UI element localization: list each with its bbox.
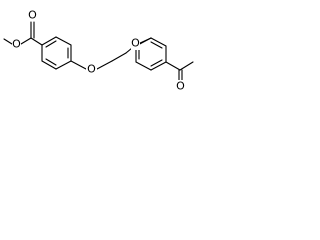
ring-right-bond-3 <box>150 61 167 71</box>
ring-right-inner-1 <box>150 41 163 49</box>
ester-methoxy-oxygen-label: O <box>12 38 21 51</box>
ring-right-inner-2 <box>150 59 163 67</box>
bond-o-carbonyl <box>20 37 32 45</box>
structure-diagram: O O O O O <box>0 0 210 93</box>
ring-left-inner-1 <box>45 40 57 48</box>
molecule-drawing: O O O O O <box>3 9 194 93</box>
ring-left-bond-5 <box>41 60 57 70</box>
ring-left-bond-1 <box>41 36 57 46</box>
ring-left-bond-4 <box>55 60 72 70</box>
ketone-oxygen-label: O <box>176 80 185 93</box>
ring-left-bond-2 <box>55 36 72 46</box>
bond-o-ch2-left <box>96 60 113 70</box>
right-benzene-ring <box>135 37 167 71</box>
bond-ch2-ch2 <box>111 52 127 62</box>
ring-right-bond-1 <box>150 37 167 47</box>
ether-oxygen-left-label: O <box>87 63 96 76</box>
bond-ring-carbonyl <box>165 61 181 71</box>
ring-left-inner-3 <box>45 58 57 66</box>
bond-carbonyl-ring <box>30 37 43 46</box>
ring-right-bond-4 <box>135 61 152 71</box>
atom-labels: O O O O O <box>12 9 185 93</box>
bond-methyl-o <box>3 38 13 45</box>
bond-carbonyl-methyl <box>179 61 194 71</box>
bond-ring-o-left <box>70 60 87 70</box>
ether-oxygen-right-label: O <box>131 37 140 50</box>
ester-carbonyl-oxygen-label: O <box>28 9 37 22</box>
methyl-ester-group <box>3 21 43 46</box>
left-benzene-ring <box>41 36 72 70</box>
